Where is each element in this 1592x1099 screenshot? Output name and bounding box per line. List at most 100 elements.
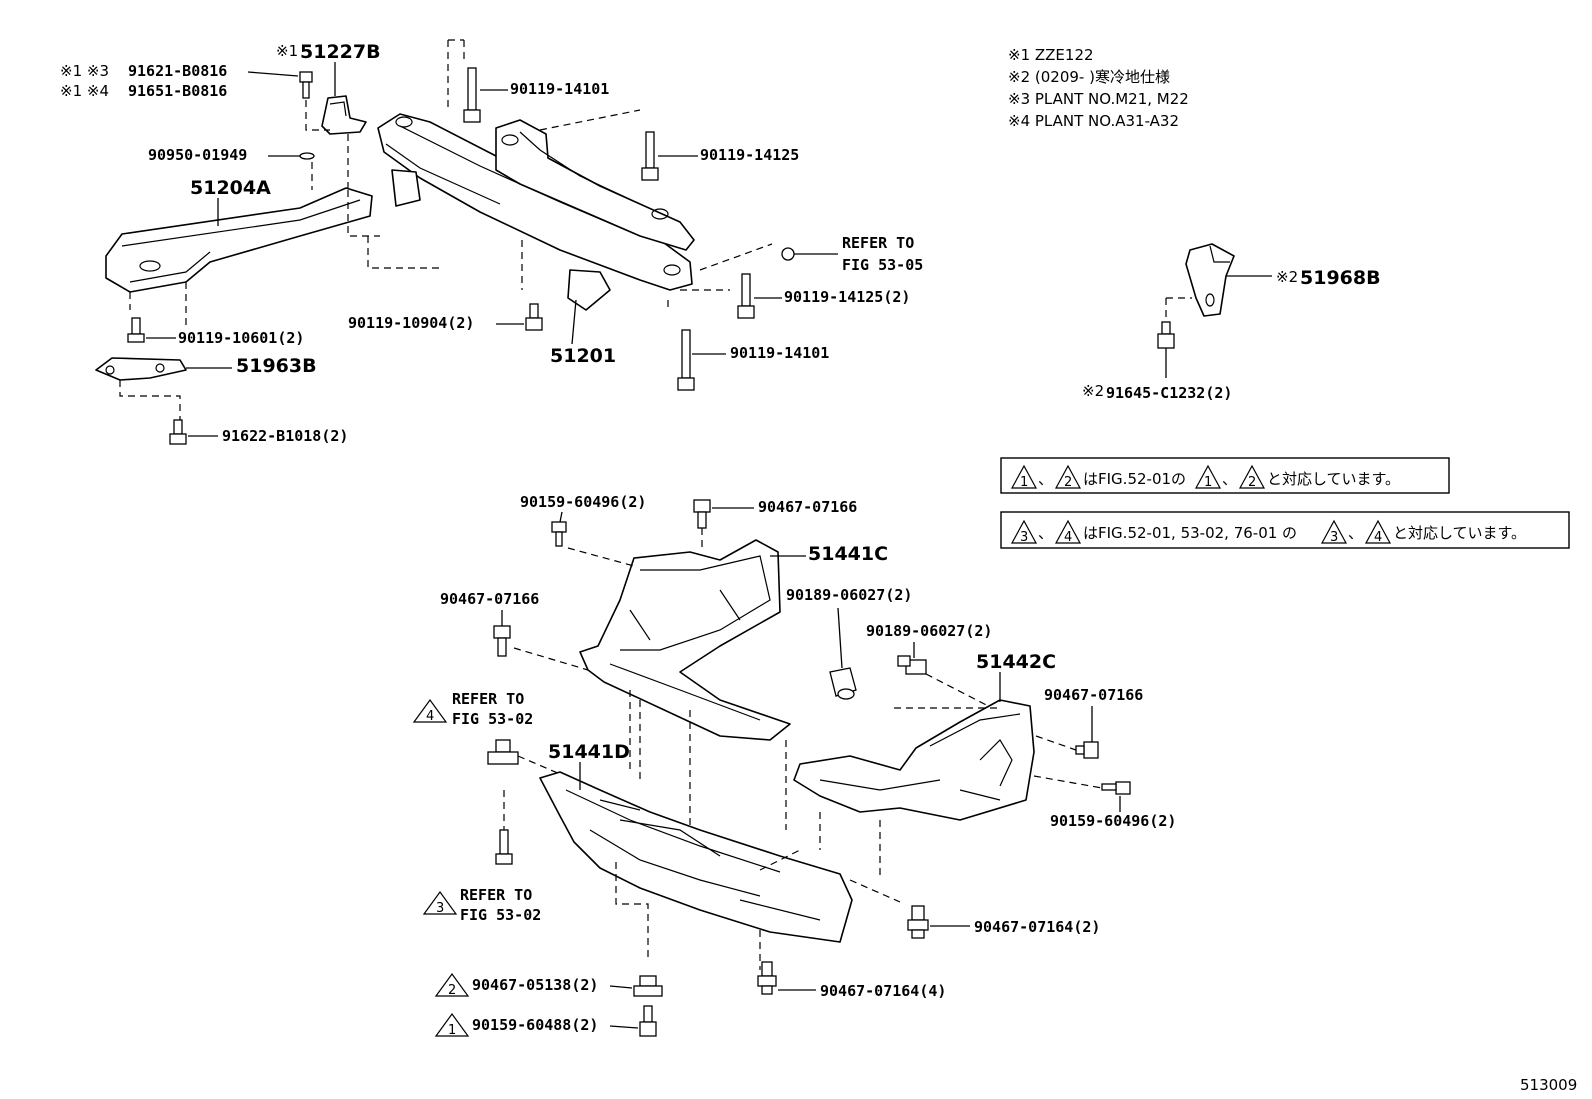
nut-90467-05138-drawing	[633, 975, 663, 997]
plug-90950-drawing	[299, 152, 315, 160]
svg-text:、: 、	[1222, 470, 1237, 488]
clip-90467-07166-left-drawing	[493, 625, 511, 657]
triangle-3	[422, 890, 458, 915]
bolt-90119-14125-drawing	[641, 131, 659, 181]
triangle-4	[412, 698, 448, 723]
ref2-text-b: と対応しています。	[1393, 524, 1526, 542]
label-51227B: 51227B	[300, 41, 381, 63]
screw-90159-60496-right-drawing	[1101, 781, 1131, 795]
reference-box-1: 1 、 2 はFIG.52-01の 1 、 2 と対応しています。	[1000, 457, 1450, 494]
bolt-90119-10601-drawing	[127, 317, 145, 343]
label-90467-07164-4: 90467-07164(4)	[820, 982, 946, 1000]
figure-number: 513009	[1520, 1076, 1577, 1094]
bolt-90119-10904-drawing	[525, 303, 543, 331]
label-51968B: 51968B	[1300, 267, 1381, 289]
svg-text:、: 、	[1038, 524, 1053, 542]
ref1-tri-b: 2	[1064, 475, 1072, 490]
svg-text:3: 3	[1330, 530, 1338, 545]
svg-text:、: 、	[1038, 470, 1053, 488]
label-90119-14125: 90119-14125	[700, 146, 799, 164]
grommet-90189-06027-b-drawing	[897, 655, 927, 675]
label-90467-07166-left: 90467-07166	[440, 590, 539, 608]
svg-text:3: 3	[1020, 530, 1028, 545]
refer-3-line1: REFER TO	[460, 886, 532, 904]
ref1-text-b: と対応しています。	[1267, 470, 1400, 488]
svg-text:2: 2	[448, 983, 456, 998]
svg-text:2: 2	[1248, 475, 1256, 490]
note-1: ※1 ZZE122	[1008, 46, 1094, 64]
part-51204A-drawing	[105, 187, 373, 293]
label-91621-B0816: 91621-B0816	[128, 62, 227, 80]
refer-53-05-line1: REFER TO	[842, 234, 914, 252]
label-90159-60496-top: 90159-60496(2)	[520, 493, 646, 511]
label-90467-07166-right: 90467-07166	[1044, 686, 1143, 704]
part-51968B-drawing	[1185, 243, 1235, 317]
bolt-91621-drawing	[299, 71, 313, 99]
svg-text:4: 4	[1374, 530, 1382, 545]
nut-refer-53-05-drawing	[781, 247, 795, 261]
legend-notes: ※1 ZZE122 ※2 (0209- )寒冷地仕様 ※3 PLANT NO.M…	[1008, 46, 1189, 130]
ref1-tri-a: 1	[1020, 475, 1028, 490]
part-51227B-drawing	[321, 95, 367, 135]
svg-text:3: 3	[436, 901, 444, 916]
label-51204A: 51204A	[190, 177, 271, 199]
clip-90467-07164-2-drawing	[907, 905, 929, 939]
bolt-90119-14101-top-drawing	[463, 67, 481, 123]
triangle-2	[434, 972, 470, 997]
nut-refer4-drawing	[487, 739, 519, 765]
refer-53-05-line2: FIG 53-05	[842, 256, 923, 274]
label-51442C: 51442C	[976, 651, 1056, 673]
svg-text:1: 1	[448, 1023, 456, 1038]
label-51441C: 51441C	[808, 543, 888, 565]
label-90467-07164-2: 90467-07164(2)	[974, 918, 1100, 936]
label-91622-B1018: 91622-B1018(2)	[222, 427, 348, 445]
label-90467-05138: 90467-05138(2)	[472, 976, 598, 994]
triangle-1	[434, 1012, 470, 1037]
part-51441C-drawing	[579, 539, 791, 741]
bolt-91622-drawing	[169, 419, 187, 445]
label-91645-C1232: 91645-C1232(2)	[1106, 384, 1232, 402]
label-51441D: 51441D	[548, 741, 630, 763]
svg-text:4: 4	[426, 709, 434, 724]
screw-90159-60488-drawing	[639, 1005, 657, 1037]
clip-90467-07166-top-drawing	[693, 499, 711, 529]
label-51201: 51201	[550, 345, 616, 367]
label-90119-14125-2: 90119-14125(2)	[784, 288, 910, 306]
mark-91645: ※2	[1082, 382, 1104, 400]
part-51441D-drawing	[539, 771, 853, 943]
label-90119-14101-top: 90119-14101	[510, 80, 609, 98]
label-90119-10601: 90119-10601(2)	[178, 329, 304, 347]
label-91651-B0816: 91651-B0816	[128, 82, 227, 100]
part-51442C-drawing	[793, 699, 1035, 821]
label-90159-60496-right: 90159-60496(2)	[1050, 812, 1176, 830]
note-2: ※2 (0209- )寒冷地仕様	[1008, 68, 1170, 86]
mark-51968B: ※2	[1276, 268, 1298, 286]
label-90119-14101-bot: 90119-14101	[730, 344, 829, 362]
screw-refer3-drawing	[495, 829, 513, 865]
label-90189-06027-b: 90189-06027(2)	[866, 622, 992, 640]
ref2-text-a: はFIG.52-01, 53-02, 76-01 の	[1083, 524, 1297, 542]
bolt-90119-14101-bot-drawing	[677, 329, 695, 391]
grommet-90189-06027-a-drawing	[829, 667, 857, 700]
label-90119-10904: 90119-10904(2)	[348, 314, 474, 332]
refer-4-line1: REFER TO	[452, 690, 524, 708]
bolt-91645-drawing	[1157, 321, 1175, 349]
mark-91651: ※1 ※4	[60, 82, 109, 100]
note-3: ※3 PLANT NO.M21, M22	[1008, 90, 1189, 108]
clip-90467-07166-right-drawing	[1075, 741, 1099, 759]
mark-51227B: ※1	[276, 42, 298, 60]
mark-91621: ※1 ※3	[60, 62, 109, 80]
label-90159-60488: 90159-60488(2)	[472, 1016, 598, 1034]
note-4: ※4 PLANT NO.A31-A32	[1008, 112, 1179, 130]
svg-text:、: 、	[1348, 524, 1363, 542]
ref1-text-a: はFIG.52-01の	[1083, 470, 1186, 488]
svg-text:1: 1	[1204, 475, 1212, 490]
bolt-90119-14125-2-drawing	[737, 273, 755, 319]
label-90467-07166-top: 90467-07166	[758, 498, 857, 516]
reference-box-2: 3 、 4 はFIG.52-01, 53-02, 76-01 の 3 、 4 と…	[1000, 511, 1570, 549]
label-90189-06027-a: 90189-06027(2)	[786, 586, 912, 604]
svg-text:4: 4	[1064, 530, 1072, 545]
part-51963B-drawing	[95, 357, 187, 381]
clip-90467-07164-4-drawing	[757, 961, 777, 995]
